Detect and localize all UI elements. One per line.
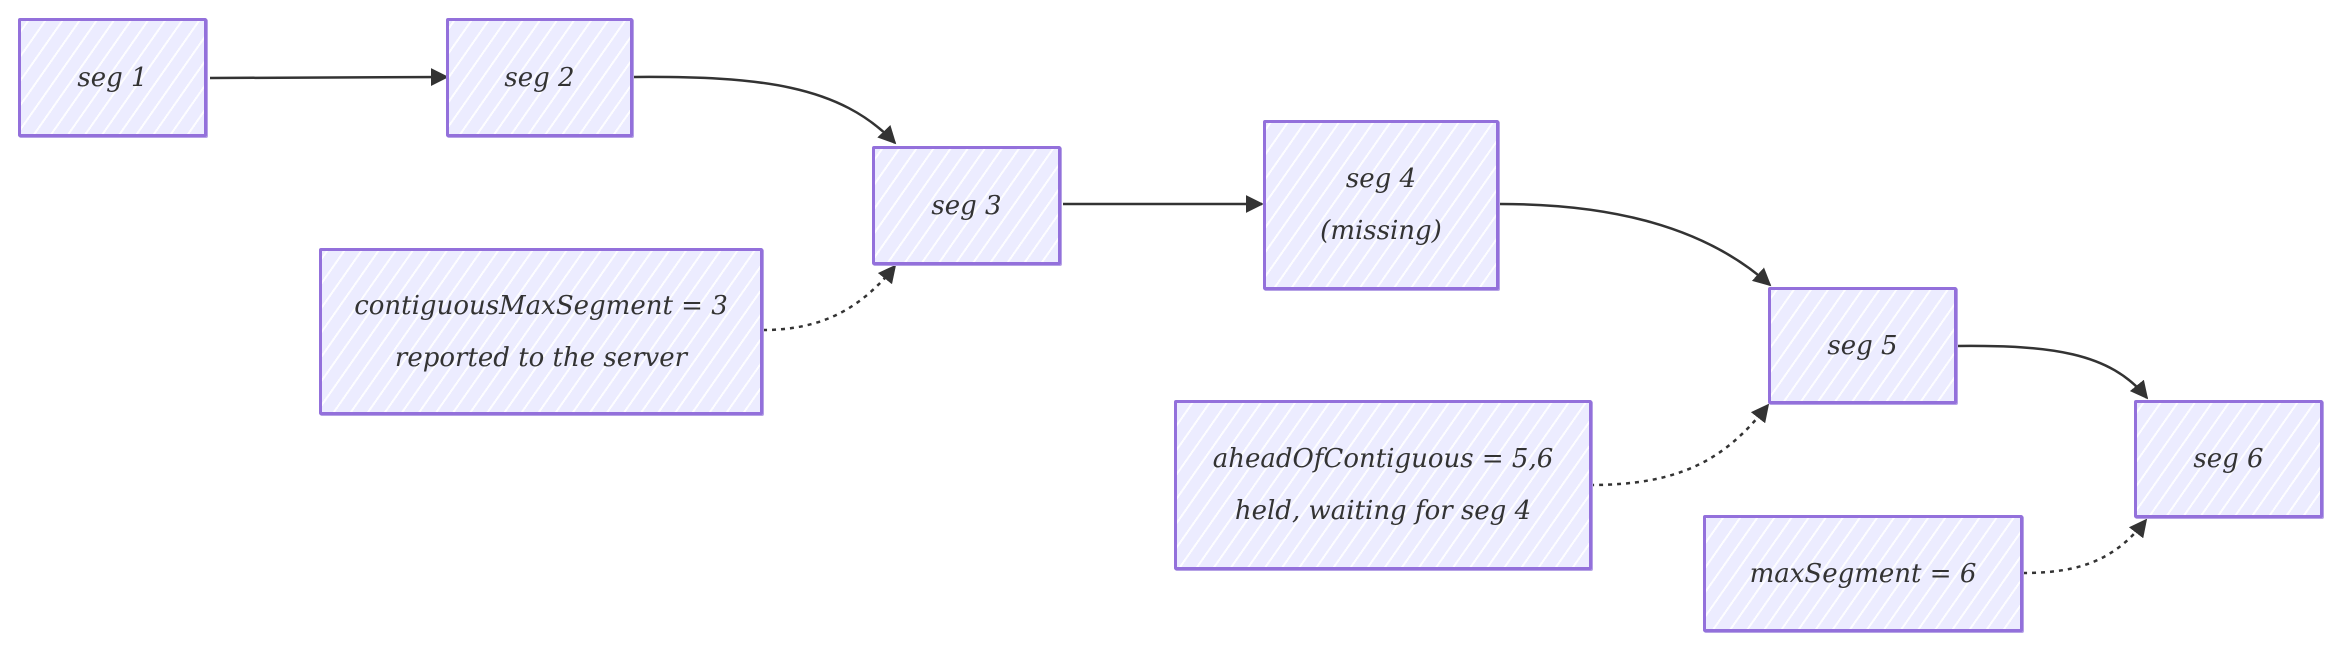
node-seg-4: seg 4 (missing) [1263, 120, 1499, 290]
edge-ahead-seg5 [1589, 403, 1770, 487]
edge-seg2-seg3 [632, 75, 897, 145]
node-seg-3-label: seg 3 [931, 190, 1002, 221]
node-seg-5: seg 5 [1768, 287, 1957, 404]
node-seg-3: seg 3 [872, 146, 1061, 265]
edge-max-seg6 [2022, 518, 2148, 575]
edge-seg1-seg2 [209, 68, 449, 87]
ahead-of-contiguous-note: held, waiting for seg 4 [1234, 496, 1532, 526]
contiguous-max-segment-label: contiguousMaxSegment = 3 [354, 290, 728, 321]
node-seg-6: seg 6 [2134, 400, 2323, 518]
node-seg-4-label: seg 4 [1345, 164, 1417, 194]
edge-seg5-seg6 [1955, 344, 2149, 400]
node-seg-4-note: (missing) [1320, 216, 1442, 246]
node-ahead-of-contiguous: aheadOfContiguous = 5,6 held, waiting fo… [1174, 400, 1592, 570]
edge-contiguous-seg3 [762, 264, 897, 332]
contiguous-max-segment-note: reported to the server [394, 342, 688, 373]
node-seg-2-label: seg 2 [504, 62, 575, 93]
node-seg-2: seg 2 [446, 18, 633, 137]
edge-seg4-seg5 [1499, 202, 1772, 287]
max-segment-label: maxSegment = 6 [1749, 558, 1977, 589]
node-seg-1-label: seg 1 [77, 62, 148, 93]
node-contiguous-max-segment: contiguousMaxSegment = 3 reported to the… [319, 248, 763, 415]
node-max-segment: maxSegment = 6 [1703, 515, 2023, 632]
node-seg-5-label: seg 5 [1827, 330, 1898, 361]
ahead-of-contiguous-label: aheadOfContiguous = 5,6 [1212, 444, 1554, 474]
node-seg-6-label: seg 6 [2193, 444, 2264, 474]
node-seg-1: seg 1 [18, 18, 207, 137]
